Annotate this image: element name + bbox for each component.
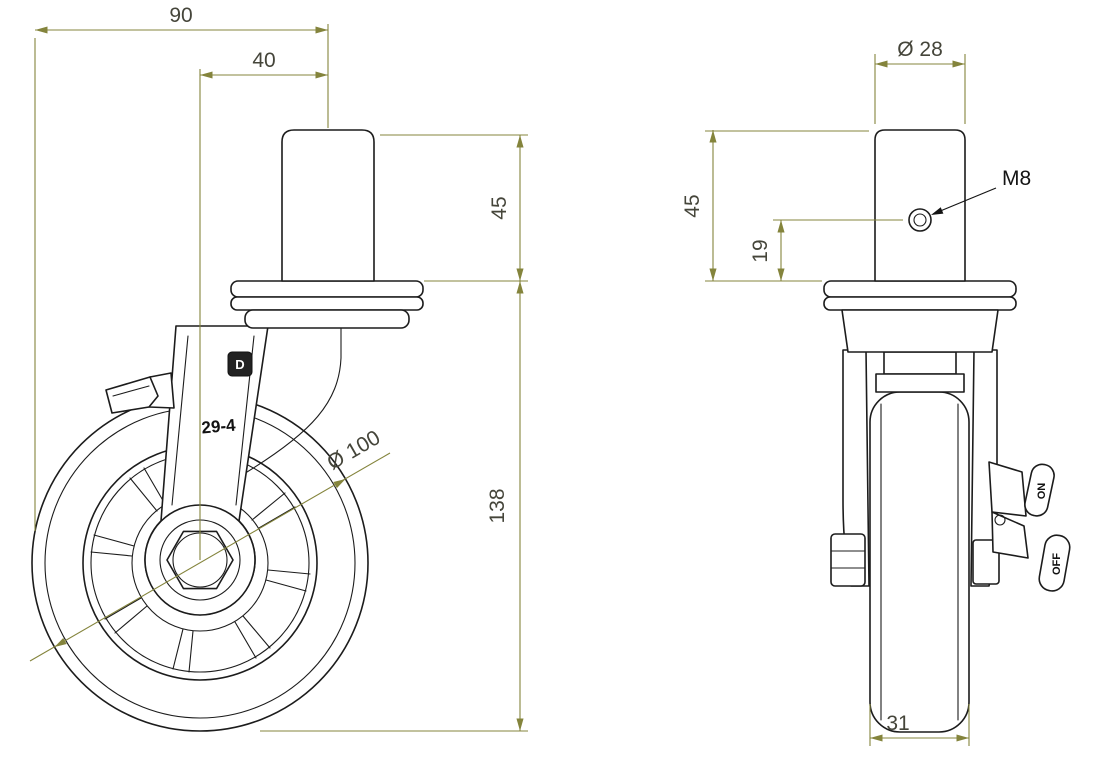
dim-text-wheel-width: 31 <box>886 712 909 735</box>
axle-nut-left <box>830 533 866 587</box>
rim-top-block <box>883 351 957 375</box>
stem-side-view <box>281 129 375 282</box>
m8-hole-inner <box>913 213 927 227</box>
dimensions: 90 40 45 138 Ø 100 Ø 28 45 19 31 M8 <box>29 4 1031 746</box>
fork-rear-bracket <box>246 325 342 473</box>
flange-lower-race-front <box>823 296 1017 311</box>
brake-bracket-upper <box>988 461 1027 517</box>
front-view: ON OFF <box>823 129 1071 733</box>
fork-crown-front <box>841 309 999 353</box>
brake-lever-side-view <box>105 372 175 414</box>
flange-upper-race-front <box>823 280 1017 298</box>
ext-lines-wheel-width <box>869 704 970 746</box>
m8-hole-outer <box>908 208 932 232</box>
swivel-flange-side-view <box>230 280 424 329</box>
flange-crown <box>244 309 410 329</box>
brake-pedal-on <box>1024 463 1055 517</box>
brake-bracket-lower <box>991 511 1029 559</box>
axle-nut-facets <box>830 550 866 569</box>
m8-leader-line <box>932 187 997 215</box>
fork-side-view: D 29-4 <box>144 325 342 616</box>
brake-pedal-off <box>1038 534 1071 592</box>
dim-arrow-wheel-diameter-lower <box>54 638 67 647</box>
m8-thread-label: M8 <box>1002 167 1031 190</box>
ext-lines-stem-diameter <box>874 54 966 124</box>
m8-callout: M8 <box>931 167 1031 215</box>
brand-logo-box <box>227 351 253 377</box>
dim-text-total-offset: 90 <box>169 4 192 27</box>
dim-text-stem-diameter: Ø 28 <box>897 38 943 61</box>
brake-lever-detail-line <box>112 385 150 397</box>
brake-mechanism-front-view: ON OFF <box>988 461 1071 592</box>
dim-text-stem-height-front: 45 <box>681 194 704 217</box>
dim-text-stem-height-side: 45 <box>488 196 511 219</box>
side-view: D 29-4 <box>31 129 424 732</box>
brand-logo-letter: D <box>235 357 244 372</box>
brake-on-label: ON <box>1036 483 1048 500</box>
dim-text-hole-offset: 19 <box>749 239 772 262</box>
stem-front-view <box>874 129 966 282</box>
dim-arrow-wheel-diameter-upper <box>333 479 346 489</box>
brake-off-label: OFF <box>1051 553 1063 575</box>
dim-text-total-height: 138 <box>486 488 509 523</box>
dim-line-wheel-diameter <box>29 452 391 662</box>
dim-text-swivel-offset: 40 <box>252 49 275 72</box>
flange-lower-race <box>230 296 424 311</box>
rim-flange-block <box>875 373 965 393</box>
tire-shoulder-lines <box>880 403 959 721</box>
flange-upper-race <box>230 280 424 298</box>
model-number-label: 29-4 <box>201 416 237 438</box>
brake-lever-pedal <box>105 376 159 414</box>
m8-leader-arrow <box>931 207 944 215</box>
dim-text-wheel-diameter: Ø 100 <box>323 426 384 475</box>
tire-front-view <box>869 391 970 733</box>
swivel-flange-front-view <box>823 280 1017 353</box>
brake-pivot <box>994 514 1006 526</box>
